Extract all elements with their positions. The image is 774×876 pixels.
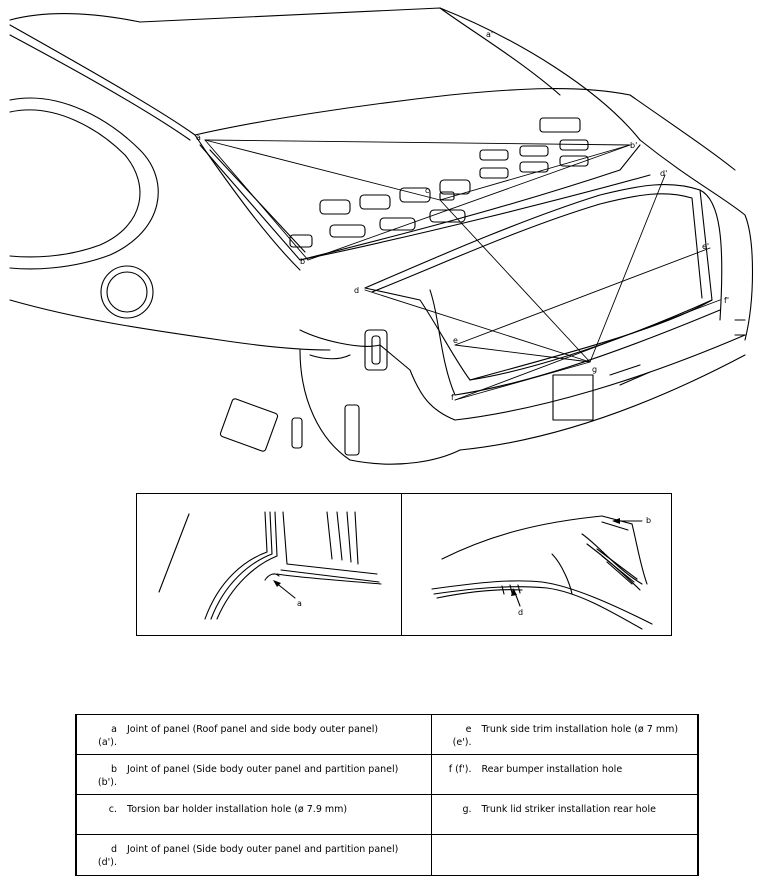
detail-view-b-d: b d xyxy=(401,493,672,636)
legend-cell: c. Torsion bar holder installation hole (… xyxy=(75,794,432,835)
legend-key: f (f'). xyxy=(448,764,472,775)
legend-row: b (b'). Joint of panel (Side body outer p… xyxy=(75,754,699,795)
trunk-opening xyxy=(364,184,723,396)
legend-cell: e (e'). Trunk side trim installation hole… xyxy=(430,714,699,755)
lower-rear-panel xyxy=(219,319,746,465)
label-f: f xyxy=(451,393,454,402)
rear-window-frame xyxy=(9,7,754,341)
detail-bd-drawing: b d xyxy=(431,515,653,630)
label-d-prime: d' xyxy=(660,169,667,178)
legend-key: d (d'). xyxy=(97,844,117,868)
legend-desc: Trunk side trim installation hole (ø 7 m… xyxy=(481,724,679,735)
label-f-prime: f' xyxy=(724,296,729,305)
label-b-prime: b' xyxy=(630,141,637,150)
legend-desc: Joint of panel (Roof panel and side body… xyxy=(127,724,379,735)
detail-d-callout: d xyxy=(518,608,523,617)
legend-row: a (a'). Joint of panel (Roof panel and si… xyxy=(75,714,699,755)
label-e-prime: e' xyxy=(702,242,709,251)
label-c: c xyxy=(425,186,429,195)
left-quarter-panel xyxy=(9,24,331,351)
legend-row: d (d'). Joint of panel (Side body outer p… xyxy=(75,834,699,876)
label-g: g xyxy=(592,365,597,374)
legend-cell: f (f'). Rear bumper installation hole xyxy=(430,754,699,795)
legend-key: a (a'). xyxy=(98,724,117,748)
label-a: a xyxy=(196,133,201,142)
measurement-lines xyxy=(204,139,721,401)
detail-a-callout: a xyxy=(297,599,302,608)
legend-cell: b (b'). Joint of panel (Side body outer p… xyxy=(75,754,432,795)
legend-desc: Torsion bar holder installation hole (ø … xyxy=(127,804,348,815)
label-d: d xyxy=(354,286,359,295)
legend-table: a (a'). Joint of panel (Roof panel and si… xyxy=(75,714,699,876)
detail-b-callout: b xyxy=(646,516,651,525)
label-a-prime: a' xyxy=(486,30,493,39)
legend-desc: Rear bumper installation hole xyxy=(481,764,623,775)
legend-cell: g. Trunk lid striker installation rear ho… xyxy=(430,794,699,835)
legend-key: c. xyxy=(108,804,117,815)
legend-cell: d (d'). Joint of panel (Side body outer p… xyxy=(75,834,432,876)
legend-desc: Joint of panel (Side body outer panel an… xyxy=(127,844,399,855)
label-b: b xyxy=(300,257,305,266)
legend-key: e (e'). xyxy=(452,724,472,748)
legend-key: b (b'). xyxy=(97,764,117,788)
legend-desc: Joint of panel (Side body outer panel an… xyxy=(127,764,399,775)
detail-view-a: a xyxy=(136,493,402,636)
label-e: e xyxy=(453,336,458,345)
legend-cell-empty xyxy=(430,834,699,876)
detail-a-drawing: a xyxy=(158,511,382,620)
legend-cell: a (a'). Joint of panel (Roof panel and si… xyxy=(75,714,432,755)
legend-key: g. xyxy=(462,804,472,815)
legend-desc: Trunk lid striker installation rear hole xyxy=(481,804,656,815)
vehicle-rear-body-diagram: a a' b b' c d d' e e' f f' g xyxy=(9,7,754,465)
legend-row: c. Torsion bar holder installation hole (… xyxy=(75,794,699,835)
